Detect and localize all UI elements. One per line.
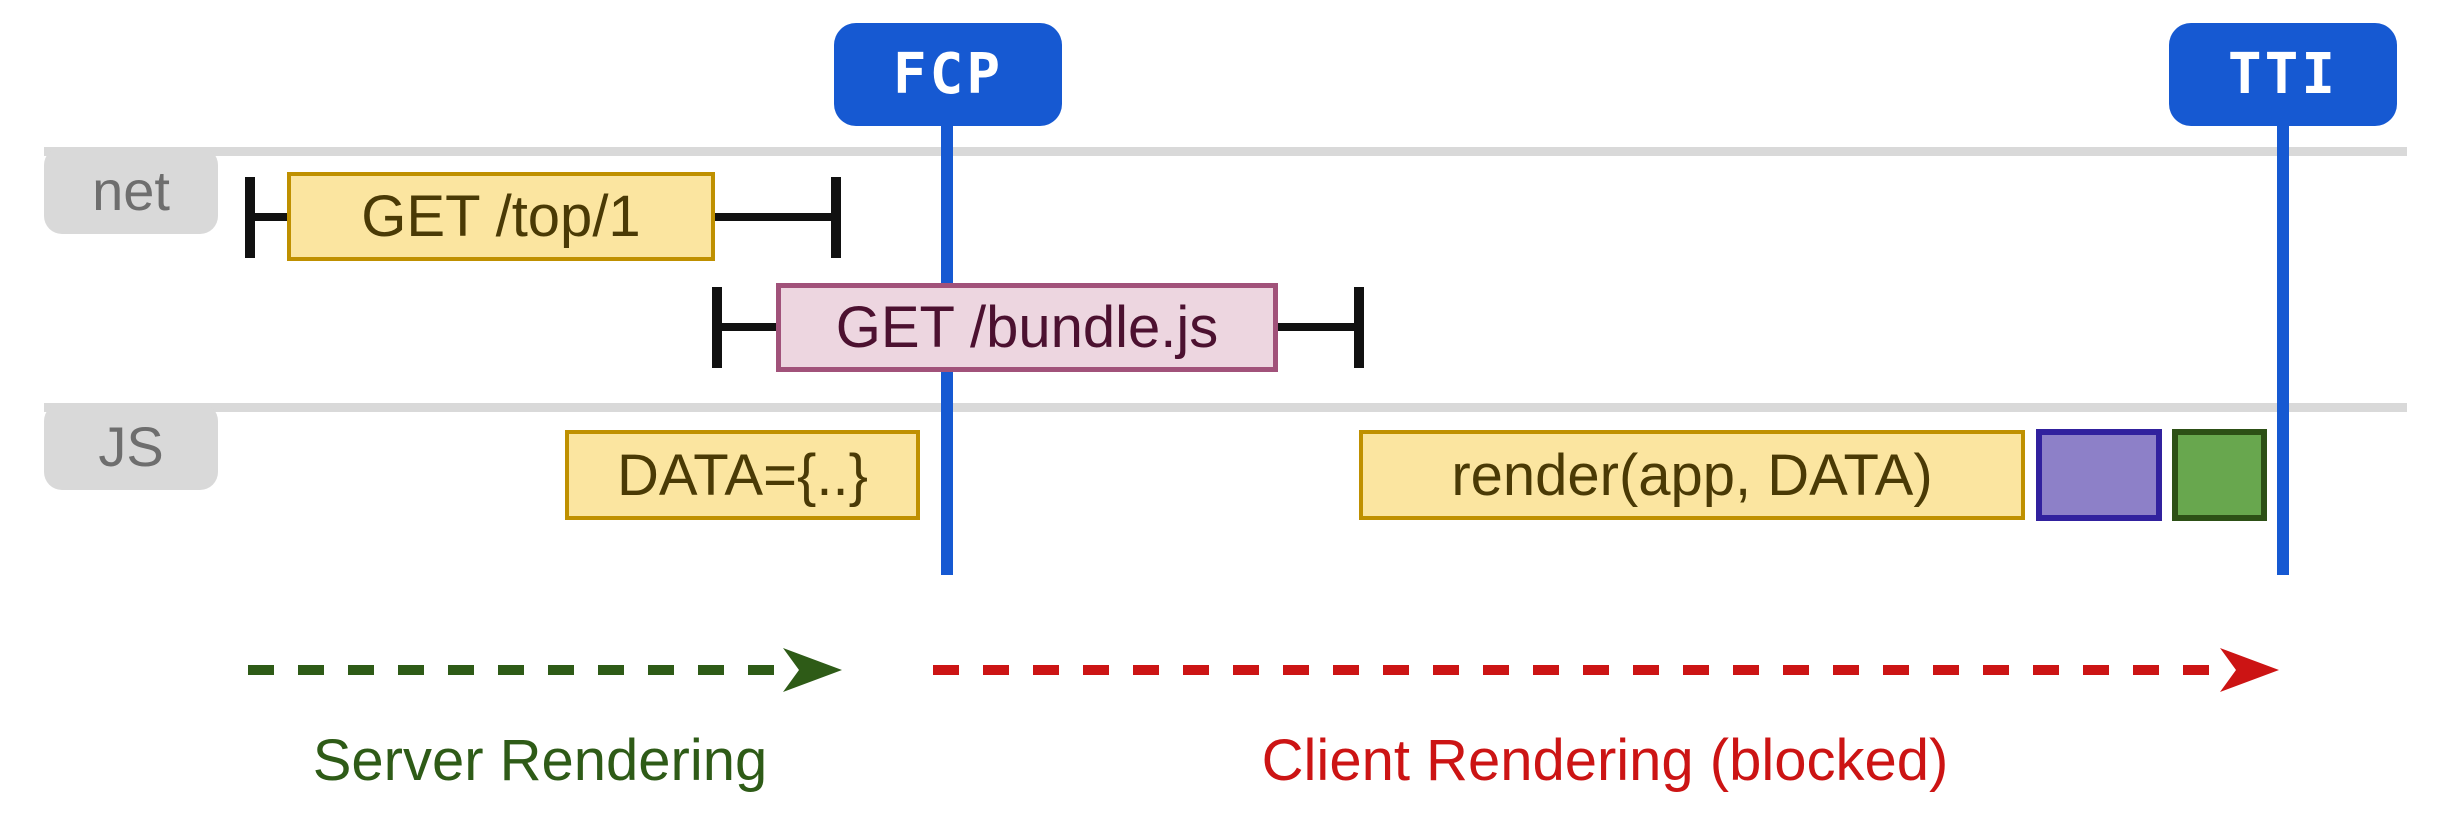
js-task-render-box: render(app, DATA)	[1359, 430, 2025, 520]
tti-badge: TTI	[2169, 23, 2397, 126]
request-start-tick	[245, 177, 255, 258]
tti-marker-line	[2277, 118, 2289, 575]
request-get-bundle-box: GET /bundle.js	[776, 283, 1278, 372]
request-end-tick	[831, 177, 841, 258]
whisker-line	[1278, 323, 1354, 331]
green-block	[2172, 429, 2267, 521]
js-lane-label: JS	[44, 403, 218, 490]
server-rendering-arrow	[248, 648, 842, 692]
request-start-tick	[712, 287, 722, 368]
client-rendering-arrow	[933, 648, 2279, 692]
js-lane-line	[44, 403, 2407, 412]
net-lane-line	[44, 147, 2407, 156]
purple-block	[2036, 429, 2162, 521]
whisker-line	[722, 323, 776, 331]
client-rendering-label: Client Rendering (blocked)	[1261, 728, 1949, 793]
request-get-top: GET /top/1	[245, 172, 841, 261]
request-get-top-box: GET /top/1	[287, 172, 715, 261]
whisker-line	[255, 213, 287, 221]
request-end-tick	[1354, 287, 1364, 368]
net-lane-label: net	[44, 147, 218, 234]
request-get-bundle: GET /bundle.js	[712, 283, 1364, 372]
fcp-badge: FCP	[834, 23, 1062, 126]
server-rendering-label: Server Rendering	[312, 728, 768, 793]
js-task-data-box: DATA={..}	[565, 430, 920, 520]
whisker-line	[715, 213, 831, 221]
